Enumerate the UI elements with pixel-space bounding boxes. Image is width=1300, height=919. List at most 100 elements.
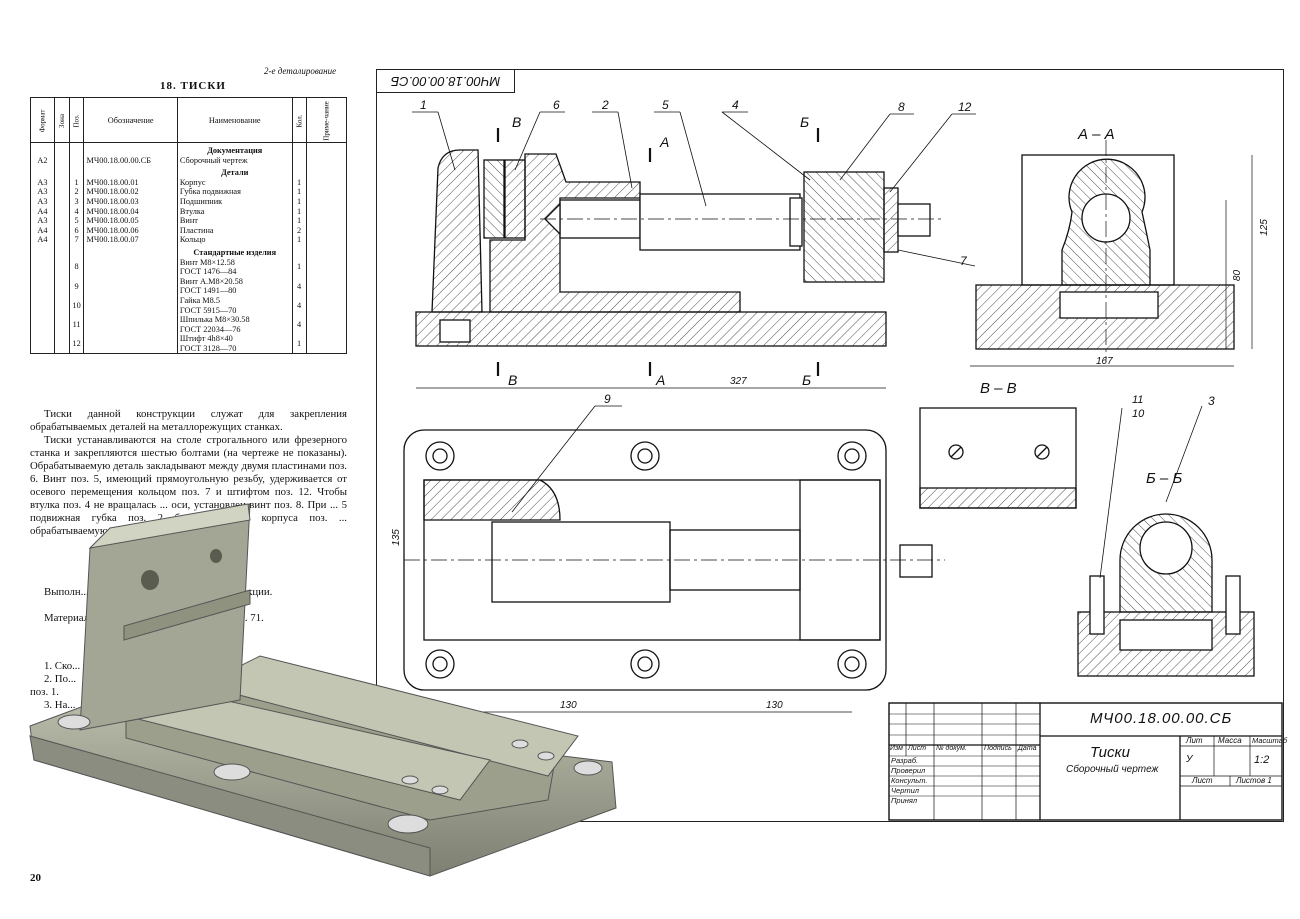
callout-5: 5 [662,98,669,112]
callout-6: 6 [553,98,560,112]
std-line-1: Винт А.М8×20.58 [179,276,243,286]
tb-lit: Лит [1186,736,1203,745]
spec-section-docs: Документация [30,142,348,156]
cell [83,276,178,296]
cell [83,244,178,258]
tb-role-1: Разраб. [891,756,919,765]
cell [53,142,70,156]
std-line-2: ГОСТ 1476—84 [179,267,237,277]
dim-135: 135 [390,529,402,546]
col-format: Формат [30,97,55,143]
list-item-2b: поз. 1. [30,686,59,698]
cell [53,315,70,335]
section-bb-label: Б – Б [1146,470,1183,487]
list-item-2: 2. По... [44,673,77,685]
cell [305,165,348,178]
spec-section-std: Стандартные изделия [30,244,348,258]
tb-sign: Подпись [984,745,1012,752]
cell [83,257,178,277]
cell [305,155,348,166]
section-aa-label: А – А [1078,126,1115,143]
dim-130-left: 130 [560,700,577,711]
drawing-sheet-frame [376,69,1284,822]
paragraph-1: Тиски данной конструкции служат для закр… [30,408,347,433]
cell [305,244,348,258]
title-block-name: Тиски [1090,744,1130,761]
callout-1: 1 [420,98,427,112]
cell: МЧ00.18.00.03 [83,196,178,207]
cell [53,235,70,245]
cell [305,257,348,277]
cell [53,155,70,166]
cell [305,334,348,355]
cell: МЧ00.18.00.01 [83,177,178,188]
cut-v-top: В [512,114,522,130]
callout-3: 3 [1208,394,1215,408]
page-number: 20 [30,872,41,884]
tb-role-4: Чертил [891,786,920,795]
cell: МЧ00.18.00.07 [83,235,178,245]
cell: МЧ00.18.00.05 [83,216,178,226]
tb-mass: Масса [1218,736,1242,745]
callout-2: 2 [602,98,609,112]
section-vv-label: В – В [980,380,1017,397]
front-section-view [415,149,945,347]
cell [305,216,348,226]
callout-12: 12 [958,100,972,114]
col-note: Приме-чание [305,97,348,143]
dim-167: 167 [1096,356,1113,367]
page-header: 2-е деталирование [264,66,337,76]
tb-list: Лист [908,745,927,752]
cell: МЧ00.18.00.00.СБ [83,155,178,166]
drawing-stamp: МЧ00.18.00.00.СБ [376,69,515,93]
callout-10: 10 [1132,408,1145,420]
cell [83,142,178,156]
cell [305,142,348,156]
spec-section-parts: Детали [30,165,348,178]
col-code: Обозначение [83,97,178,143]
col-zone: Зона [53,97,70,143]
tb-scale: 1:2 [1254,754,1270,766]
tb-date: Дата [1018,745,1037,752]
cell [53,187,70,197]
std-line-1: Шпилька М8×30.58 [179,315,250,325]
cell [305,196,348,207]
cell [305,295,348,316]
cell [53,244,70,258]
cut-a-bottom: А [656,372,666,388]
cell [305,235,348,245]
callout-11: 11 [1132,394,1144,406]
cut-b-top: Б [800,114,810,130]
cell [53,257,70,277]
cell [305,315,348,335]
dim-125: 125 [1258,219,1270,236]
cell [83,334,178,355]
cell: МЧ00.18.00.06 [83,225,178,236]
std-line-1: Штифт 4h8×40 [179,334,233,344]
cell [305,187,348,197]
cell [53,216,70,226]
std-line-2: ГОСТ 22034—76 [179,324,241,334]
std-line-2: ГОСТ 1491—80 [179,286,237,296]
std-line-2: ГОСТ 5915—70 [179,305,237,315]
std-line-1: Гайка М8.5 [179,295,221,305]
tb-role-5: Принял [891,796,918,805]
cell [53,276,70,296]
cell [53,295,70,316]
cell: МЧ00.18.00.02 [83,187,178,197]
cell [305,225,348,236]
tb-izm: Изм [890,745,903,752]
tb-sheets: Листов 1 [1236,776,1272,785]
std-line-2: ГОСТ 3128—70 [179,343,237,353]
